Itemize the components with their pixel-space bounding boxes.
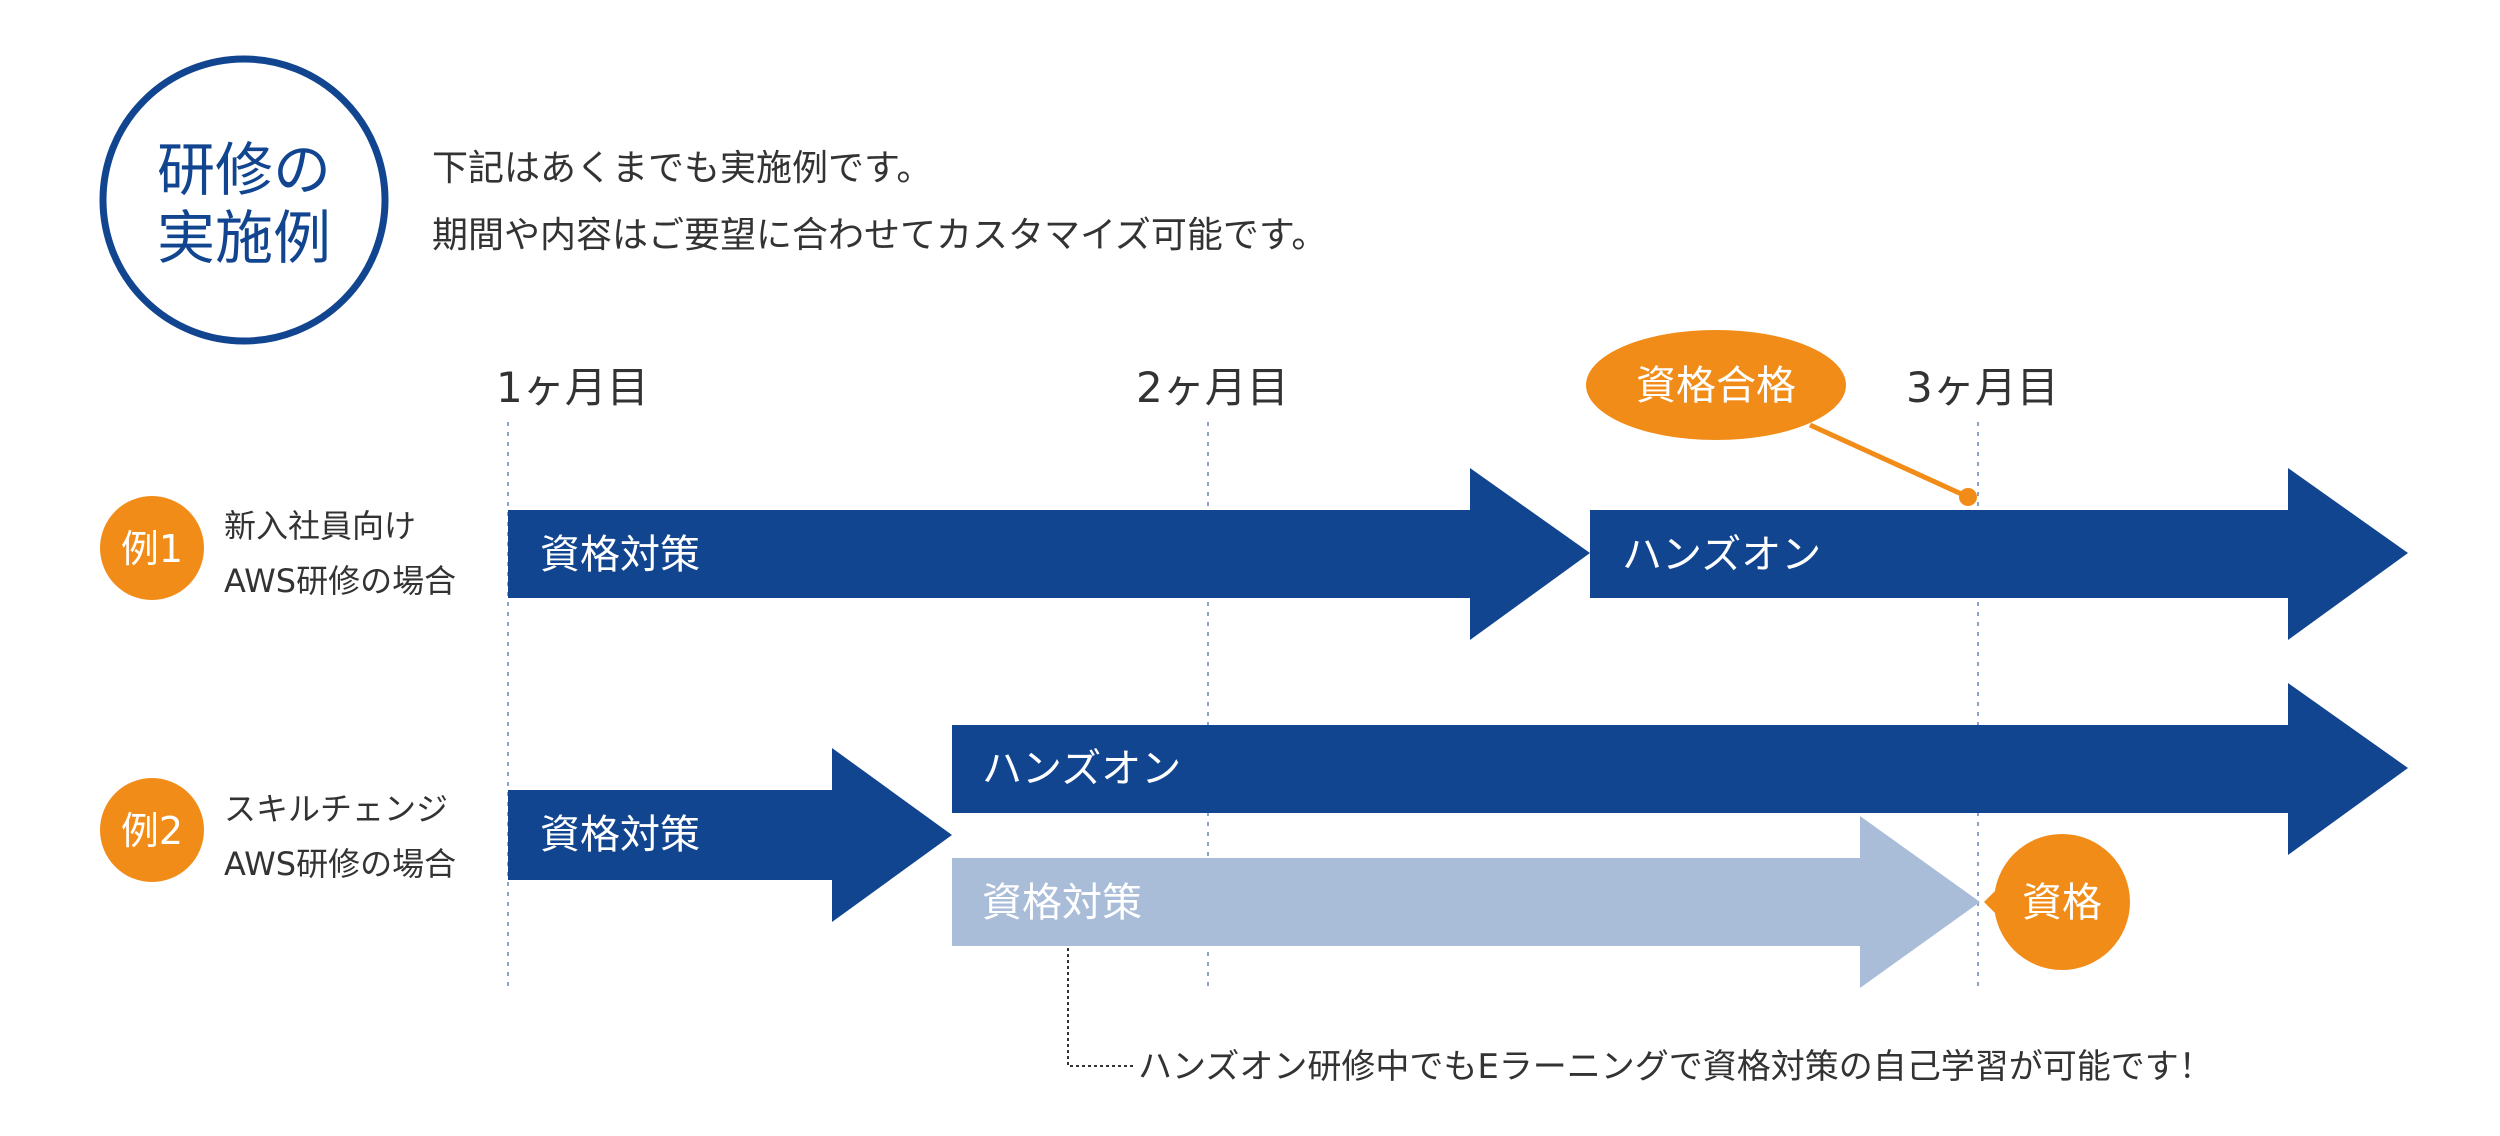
certification-callout xyxy=(1586,330,1846,440)
certification-goal-label: 資格 xyxy=(2022,880,2102,926)
intro-line-2: 期間や内容はご要望に合わせてカスタマイズ可能です。 xyxy=(432,215,1327,256)
example-1-desc-line1: 新入社員向け xyxy=(224,507,416,545)
badge-title-line2: 実施例 xyxy=(157,204,331,272)
footnote-text: ハンズオン研修中でもEラーニングで資格対策の自己学習が可能です！ xyxy=(1138,1047,2213,1087)
example-2-desc-line1: スキルチェンジ xyxy=(224,790,448,828)
example-1-row: 例1 新入社員向け AWS研修の場合 資格対策 ハンズオン 資格合格 xyxy=(100,330,2408,640)
example-2-desc-line2: AWS研修の場合 xyxy=(224,845,456,883)
intro-line-1: 下記はあくまでも実施例です。 xyxy=(432,148,932,189)
example-1-phase1-label: 資格対策 xyxy=(540,532,700,578)
certification-goal-bubble-tail xyxy=(1984,884,2002,920)
month-label-1: 1ヶ月目 xyxy=(496,363,649,412)
example-2-handson-label: ハンズオン xyxy=(982,746,1181,792)
example-2-selfstudy-arrow xyxy=(952,816,1980,988)
example-1-desc-line2: AWS研修の場合 xyxy=(224,562,456,600)
example-1-badge xyxy=(100,496,204,600)
title-badge: 研修の 実施例 xyxy=(99,55,389,345)
example-2-row: 例2 スキルチェンジ AWS研修の場合 資格対策 ハンズオン 資格対策 資格 xyxy=(100,683,2408,988)
example-2-handson-arrow xyxy=(952,683,2408,855)
example-1-phase1-arrow xyxy=(508,468,1590,640)
month-label-2: 2ヶ月目 xyxy=(1136,363,1289,412)
example-2-badge-label: 例2 xyxy=(121,809,183,853)
example-2-phase1-label: 資格対策 xyxy=(540,812,700,858)
example-2-badge xyxy=(100,778,204,882)
callout-leader-line xyxy=(1808,422,1970,500)
month-label-3: 3ヶ月目 xyxy=(1906,363,2059,412)
example-1-badge-label: 例1 xyxy=(121,527,183,571)
example-2-selfstudy-label: 資格対策 xyxy=(982,880,1142,926)
certification-goal-bubble xyxy=(1994,834,2130,970)
badge-title-line1: 研修の xyxy=(157,136,331,204)
example-1-phase2-arrow xyxy=(1590,468,2408,640)
certification-callout-label: 資格合格 xyxy=(1636,363,1796,409)
example-1-phase2-label: ハンズオン xyxy=(1622,532,1821,578)
footnote-connector xyxy=(1067,948,1134,1067)
example-2-phase1-arrow xyxy=(508,748,952,922)
callout-leader-dot xyxy=(1959,488,1977,506)
